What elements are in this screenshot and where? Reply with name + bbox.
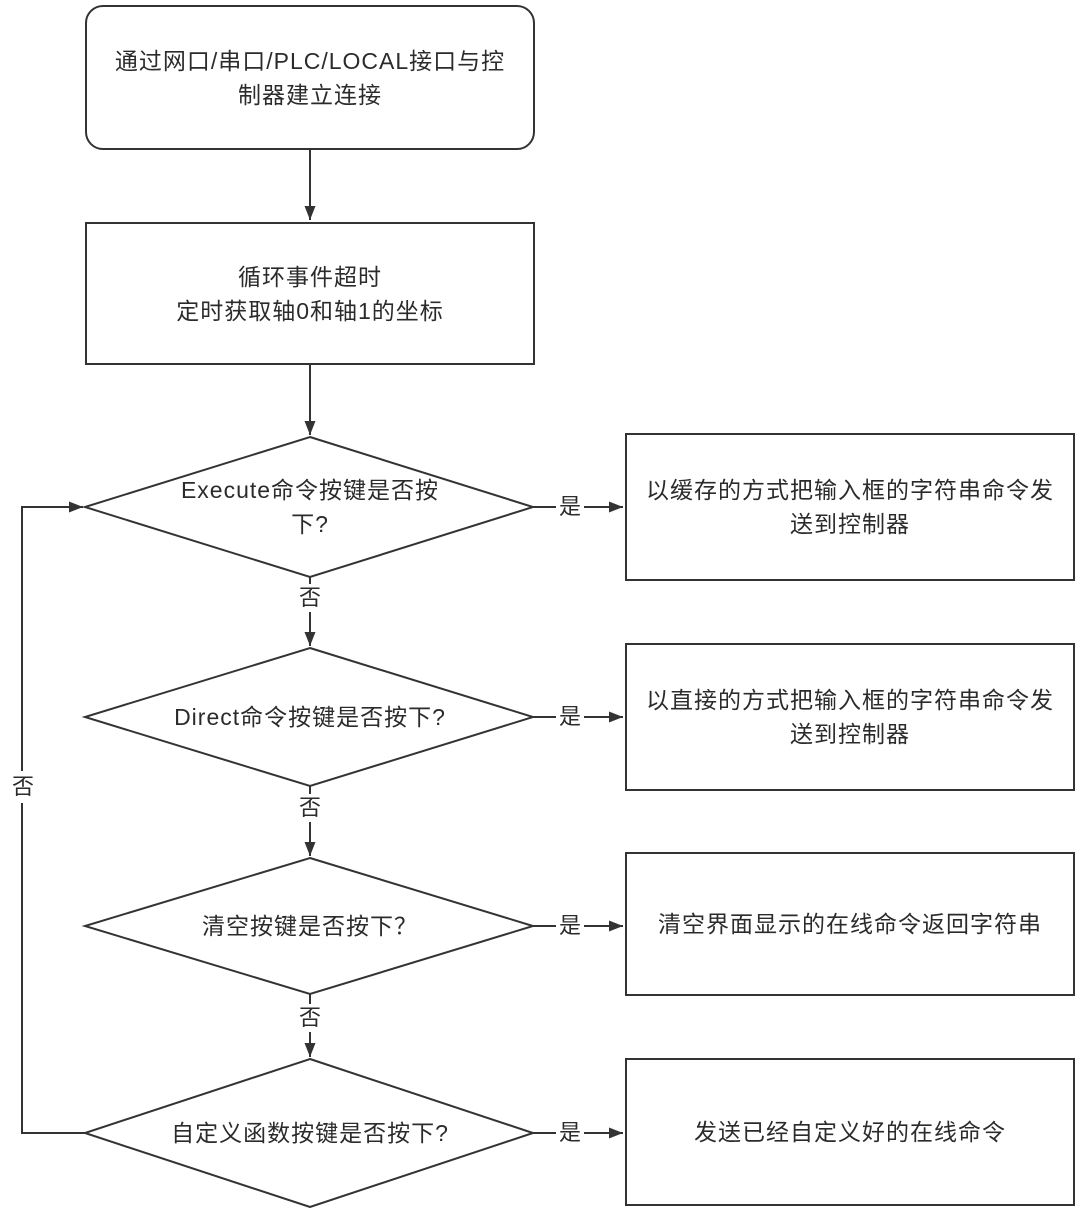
no-label-loopback: 否 [10,771,36,803]
yes-label-decision2: 是 [555,703,585,731]
no-label-decision2: 否 [295,794,325,822]
action-box-clear-display: 清空界面显示的在线命令返回字符串 [625,852,1075,996]
action-box-send-direct: 以直接的方式把输入框的字符串命令发 送到控制器 [625,643,1075,791]
yes-label-decision1: 是 [555,493,585,521]
decision-execute-command-shape [81,435,537,579]
process-node-text: 循环事件超时 定时获取轴0和轴1的坐标 [176,263,444,324]
action-box-send-buffered: 以缓存的方式把输入框的字符串命令发 送到控制器 [625,433,1075,581]
decision-clear-button-shape [81,856,537,996]
action-box-send-direct-text: 以直接的方式把输入框的字符串命令发 送到控制器 [646,687,1054,747]
start-node-text: 通过网口/串口/PLC/LOCAL接口与控 制器建立连接 [114,47,506,108]
action-box-send-custom: 发送已经自定义好的在线命令 [625,1058,1075,1206]
no-label-decision1: 否 [295,584,325,612]
edge-no-loopback [21,501,85,1134]
yes-label-decision3: 是 [555,912,585,940]
action-box-clear-display-text: 清空界面显示的在线命令返回字符串 [658,911,1042,937]
decision-direct-command-shape [81,646,537,788]
yes-label-decision4: 是 [555,1119,585,1147]
no-label-decision3: 否 [295,1004,325,1032]
start-node: 通过网口/串口/PLC/LOCAL接口与控 制器建立连接 [85,5,535,150]
action-box-send-custom-text: 发送已经自定义好的在线命令 [694,1119,1006,1145]
action-box-send-buffered-text: 以缓存的方式把输入框的字符串命令发 送到控制器 [646,477,1054,537]
process-node-cycle-event: 循环事件超时 定时获取轴0和轴1的坐标 [85,222,535,365]
decision-custom-function-shape [81,1057,537,1208]
